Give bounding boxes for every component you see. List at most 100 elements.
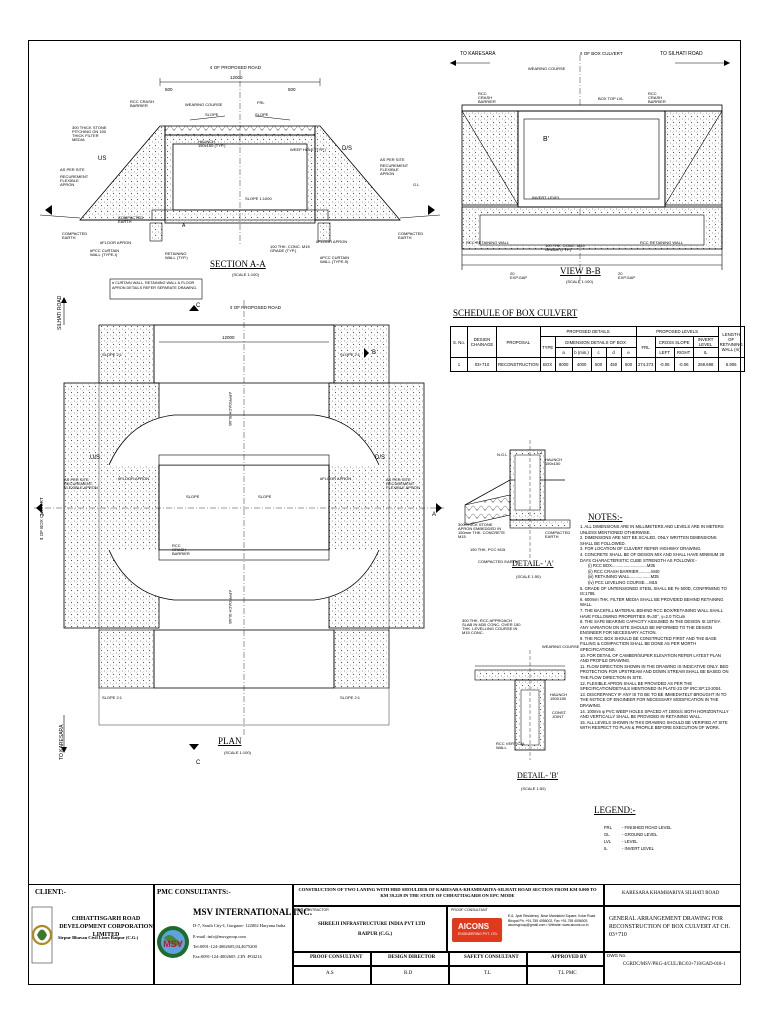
plan-ds: D/S [375, 455, 386, 461]
view-bb-invert: INVERT LEVEL [532, 195, 561, 200]
client-cell [28, 884, 154, 985]
legend-row: LVL- LEVEL [604, 838, 704, 845]
road-cell [604, 884, 741, 906]
schedule-h-right: RIGHT [673, 347, 694, 358]
view-bb-scale: (SCALE 1:100) [566, 279, 593, 284]
client-name: CHHATTISGARH ROAD DEVELOPMENT CORPORATIO… [59, 916, 153, 938]
note-item: 2. DIMENSIONS ARE NOT BE SCALED, ONLY WR… [580, 535, 717, 546]
schedule-cell: BOX [539, 357, 556, 372]
schedule-h-e: e [620, 347, 637, 358]
note-item: 4. CONCRETE SHALL BE OF DESIGN MIX AND S… [580, 551, 725, 563]
section-aa-w500b: 500 [288, 87, 296, 92]
section-aa-floor-l: #FLOOR APRON [100, 240, 132, 245]
plan-slope21c: SLOPE 2:1 [102, 695, 123, 700]
schedule-cell: -0.06 [654, 357, 675, 372]
section-aa-crash: RCC CRASH BARRIER [130, 99, 154, 108]
legend-desc: - LEVEL [622, 839, 638, 844]
legend-row: FRL- FINISHED ROAD LEVEL [604, 824, 704, 831]
sig-design: DESIGN DIRECTOR [388, 955, 436, 960]
section-aa-ds: D/S [342, 146, 353, 152]
detail-b-wearing: WEARING COURSE [542, 644, 580, 649]
plan-approach-top: APPROACH SLAB [228, 392, 233, 426]
schedule-cell: 450 [605, 357, 622, 372]
detail-a-pcc: 150 THK. PCC M15 [470, 547, 506, 552]
plan-as-per-l: AS PER SITE RECUREMENT FLEXIBLE APRON [64, 477, 98, 490]
view-bb-drawing [450, 55, 730, 285]
sig-proof: PROOF CONSULTANT [310, 955, 363, 960]
section-aa-slope2: SLOPE [255, 112, 269, 117]
drawing-title-cell [604, 906, 741, 952]
notes-title: NOTES:- [588, 512, 623, 522]
section-aa-gl: G.L [413, 182, 420, 187]
plan-label-b: B [372, 350, 377, 356]
val-safety: T.L [484, 971, 491, 976]
section-aa-wearing: WEARING COURSE [185, 102, 223, 107]
plan-label-a-right: A [432, 512, 437, 518]
section-aa-fill: FRL [257, 100, 265, 105]
legend-desc: - INVERT LEVEL [622, 846, 654, 851]
section-aa-as-per-l: AS PER SITE [60, 167, 85, 172]
legend-code: GL [604, 832, 610, 837]
crdc-logo [31, 906, 53, 964]
project-cell [293, 884, 604, 906]
view-bb-gap-l: 20 EXP.GAP [510, 271, 528, 280]
detail-a-drawing [464, 440, 571, 560]
schedule-cell: 500 [590, 357, 607, 372]
dwg-cell [604, 952, 741, 985]
schedule-h-dim: DIMENSION DETAILS OF BOX [554, 336, 637, 348]
client-label: CLIENT:- [35, 888, 66, 896]
section-aa-pcc: 100 THK. CONC. M15 GRADE (TYP.) [270, 244, 310, 253]
schedule-title: SCHEDULE OF BOX CULVERT [453, 308, 578, 318]
section-aa-compacted-r: COMPACTED EARTH [398, 231, 424, 240]
legend-desc: - GROUND LEVEL [622, 832, 658, 837]
legend-title: LEGEND:- [594, 805, 636, 815]
schedule-cell: 03+710 [467, 357, 497, 372]
note-item: 8. THE SAFE BEARING CAPACITY ASSUMED IN … [580, 619, 722, 636]
proof-label: PROOF CONSULTANT [451, 908, 488, 912]
plan-rcc-crash: RCC CRASH BARRIER [172, 543, 190, 556]
detail-a-title: DETAIL- 'A' [512, 559, 554, 568]
legend-code: IL [604, 846, 608, 851]
pmc-cell [154, 884, 293, 985]
detail-b-drawing [474, 650, 566, 760]
note-item: 13. DISCREPANCY IF ANY IS TO BE TO BE IM… [580, 691, 727, 708]
plan-drawing [34, 297, 444, 753]
schedule-cell: 6.906 [717, 357, 745, 372]
section-aa-label-a: A [182, 223, 186, 229]
view-bb-to-right: TO SILHATI ROAD [660, 51, 703, 57]
section-aa-road-label: ¢ OF PROPOSED ROAD [210, 65, 262, 70]
plan-slope-r: SLOPE [258, 494, 272, 499]
schedule-h-sno: S. No. [450, 326, 468, 358]
msv-logo: MSV [157, 926, 189, 958]
schedule-cell: 269.698 [692, 357, 719, 372]
dwg-label: DWG No. [607, 953, 627, 958]
epc-name: SHREEJI INFRASTRUCTURE INDIA PVT LTD [318, 922, 426, 927]
view-bb-wall-r: RCC RETAINING WALL [640, 240, 684, 245]
section-aa-slope1: SLOPE [205, 112, 219, 117]
detail-a-scale: (SCALE 1:50) [516, 574, 541, 579]
plan-floor-l: #FLOOR APRON [118, 476, 150, 481]
title-block [28, 884, 741, 985]
pmc-addr4: Fax:0091-124-4002605 ,CIN :P04214 [193, 954, 262, 959]
schedule-h-invert: INVERT LEVEL [692, 336, 719, 348]
view-bb-gap-r: 20 EXP.GAP [618, 271, 636, 280]
section-aa-weep: WEEP HOLE (TYP.) [290, 147, 326, 152]
client-address: Sirpur Bhavan Civil Lines Raipur (C.G.) [58, 935, 139, 940]
section-aa-as-per-r: AS PER SITE [380, 157, 405, 162]
plan-slope21b: SLOPE 2:1 [340, 352, 361, 357]
aicons-logo: AICONS ENGINEERING PVT. LTD. [452, 918, 502, 942]
sig-approved: APPROVED BY [551, 955, 587, 960]
plan-label-c-bot: C [196, 760, 201, 766]
schedule-h-length: LENGTH OF RETAINING WALL (m) [717, 326, 745, 358]
view-bb-wearing: WEARING COURSE [528, 66, 566, 71]
section-aa-w500a: 500 [165, 87, 173, 92]
section-aa-retaining: RETAINING WALL (TYP.) [165, 251, 188, 260]
detail-a-compacted: COMPACTED EARTH [545, 530, 571, 539]
plan-slope21d: SLOPE 2:1 [340, 695, 361, 700]
note-item: 10. FOR DETAIL OF CAMBER/SUPER ELEVATION… [580, 652, 721, 664]
pmc-addr1: D-7, South City-I, Gurgaon- 122002 Harya… [193, 923, 286, 928]
drawing-sheet-border [28, 40, 741, 985]
sig-cell [527, 966, 604, 985]
schedule-cell: RECONSTRUCTION [496, 357, 541, 372]
